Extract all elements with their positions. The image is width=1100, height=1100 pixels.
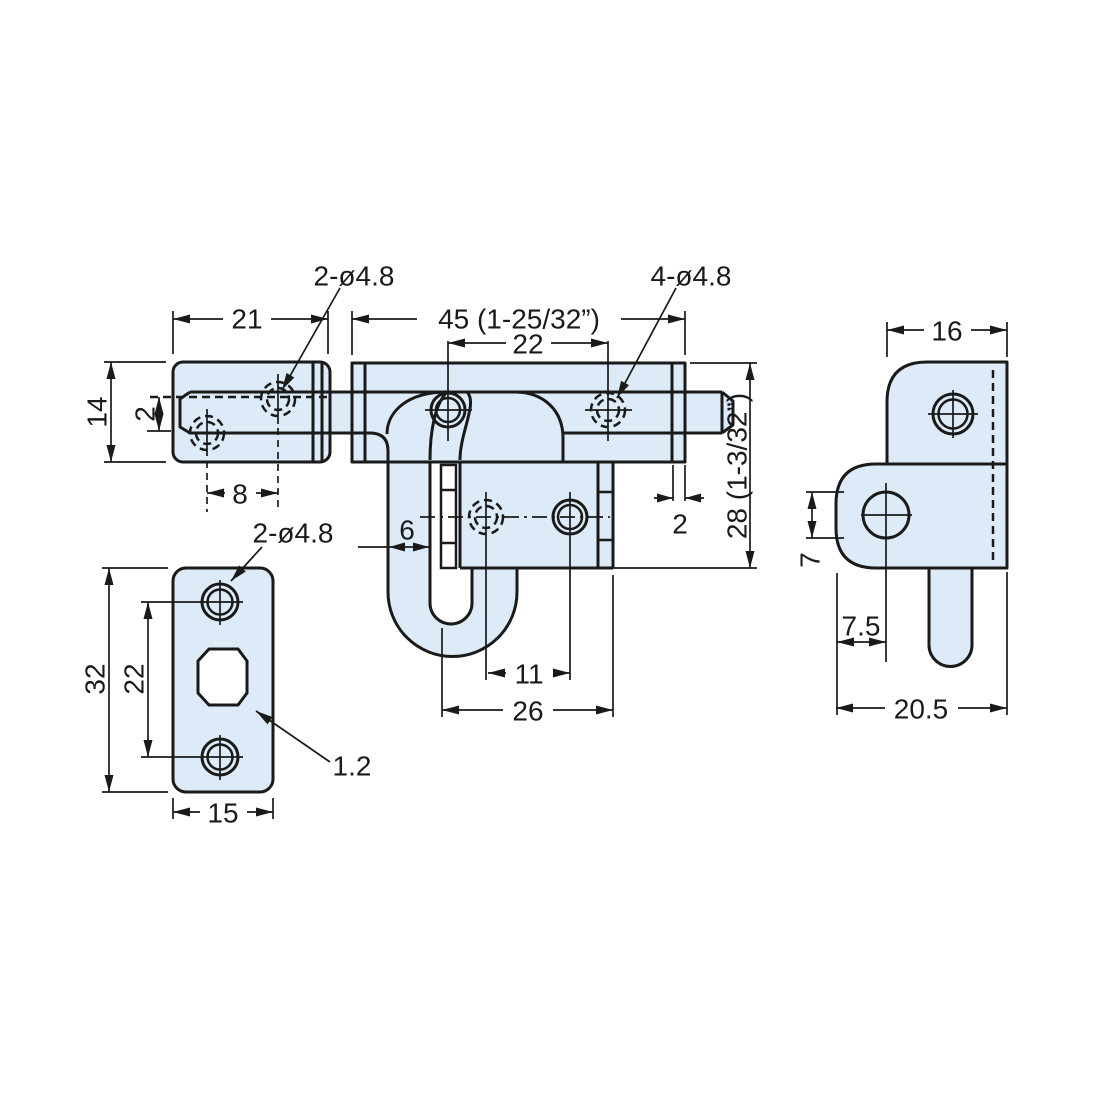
slide-channel-body (352, 363, 685, 462)
knob-neck-right-edge (458, 390, 473, 461)
strike-height-label: 32 (80, 663, 111, 694)
dim-flange-thickness-label: 2 (672, 509, 688, 540)
side-centerlines (861, 390, 978, 662)
strike-width-label: 15 (207, 798, 238, 829)
strike-thickness-label: 1.2 (333, 751, 372, 782)
slide-channel-outline (350, 361, 687, 464)
strike-plate-outline (171, 566, 275, 794)
bolt-rod-outline (178, 390, 735, 435)
leader-hole-note-left (281, 287, 341, 391)
right-guide-band-ticks (598, 490, 613, 542)
strike-plate-cutout (196, 647, 249, 707)
bolt-plate-left-fillet (385, 390, 448, 435)
dim-bracket-hole-span-label: 8 (232, 479, 248, 510)
keeper-bracket-lip-lines (311, 362, 324, 462)
side-pin-outline (927, 568, 974, 668)
centerlines (206, 341, 632, 680)
knob-slot-edges (428, 462, 462, 603)
side-pin-body (929, 568, 972, 667)
main-dimensions (104, 287, 757, 717)
keeper-bracket-outline (171, 360, 332, 464)
bracket-hole-extension-dashed (206, 428, 279, 512)
dim-total-height-label: 28 (1-3/32”) (722, 393, 753, 539)
side-upper-outline (885, 360, 1009, 464)
dim-hole-span-top-label: 22 (512, 329, 543, 360)
leader-strike-hole-note (230, 546, 263, 582)
side-labels: 16 7 7.5 20.5 (795, 316, 971, 725)
side-hole-offset-label: 7.5 (842, 611, 881, 642)
strike-hole-note-label: 2-ø4.8 (253, 518, 334, 549)
strike-hole-span-label: 22 (119, 663, 150, 694)
dim-lower-width-label: 26 (512, 696, 543, 727)
bolt-plate-right-fillet (514, 390, 565, 462)
dim-body-width-label: 45 (1-25/32”) (438, 304, 600, 335)
side-total-width-label: 20.5 (894, 694, 949, 725)
side-top-width-label: 16 (931, 316, 962, 347)
side-hole-diameter-label: 7 (795, 552, 826, 568)
dim-knob-width-label: 6 (399, 515, 415, 546)
strike-labels: 2-ø4.8 32 22 15 1.2 (80, 518, 372, 829)
strike-plate-view: 2-ø4.8 32 22 15 1.2 (80, 518, 372, 829)
hole-note-right-label: 4-ø4.8 (651, 261, 732, 292)
dim-hole-span-lower-label: 11 (514, 659, 543, 690)
main-labels: 21 45 (1-25/32”) 22 2-ø4.8 4-ø4.8 14 2 8… (82, 261, 753, 727)
knob-slot-band-ticks (441, 488, 456, 545)
strike-centerlines (141, 580, 243, 780)
dim-bracket-width-label: 21 (231, 304, 262, 335)
dim-bracket-height-label: 14 (82, 396, 113, 427)
main-view: 21 45 (1-25/32”) 22 2-ø4.8 4-ø4.8 14 2 8… (82, 261, 757, 727)
knob-slot-lower-opening (430, 568, 472, 624)
hole-note-left-label: 2-ø4.8 (314, 261, 395, 292)
leader-thickness-note (255, 710, 331, 763)
slide-channel-flange-lines (363, 363, 674, 462)
side-lower-outline (834, 462, 1009, 570)
side-view: 16 7 7.5 20.5 (795, 316, 1009, 725)
side-upper-body (887, 362, 1007, 464)
side-lower-body (836, 464, 1007, 568)
right-guide-band (596, 462, 615, 568)
knob-outer-outline (369, 431, 519, 658)
knob-inner-bottom-arc (428, 602, 474, 626)
leader-hole-note-right (616, 287, 677, 399)
dim-rod-offset-label: 2 (130, 406, 161, 422)
